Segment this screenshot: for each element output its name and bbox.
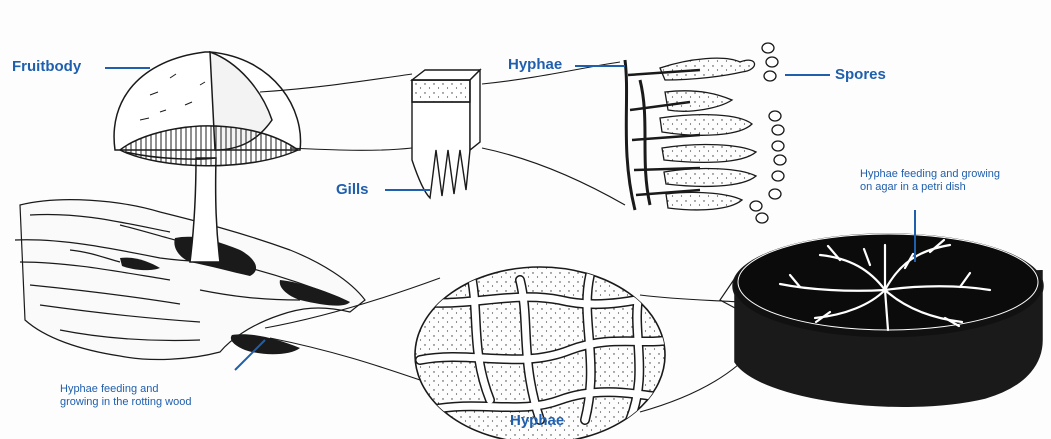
zoom-lines-hyphae: [482, 62, 625, 205]
rotting-wood: [15, 200, 365, 360]
wood-note: Hyphae feeding and growing in the rottin…: [60, 383, 191, 409]
fruitbody-label: Fruitbody: [12, 58, 81, 75]
petri-dish: [720, 234, 1043, 406]
hyphae-bottom-label: Hyphae: [510, 412, 564, 429]
wood-note-line-1: Hyphae feeding and: [60, 383, 191, 396]
gills-block: [412, 70, 480, 198]
spores-label: Spores: [835, 66, 886, 83]
hyphae-top-label: Hyphae: [508, 56, 562, 73]
wood-note-line-2: growing in the rotting wood: [60, 396, 191, 409]
gills-label: Gills: [336, 181, 369, 198]
dish-note-line-1: Hyphae feeding and growing: [860, 168, 1000, 181]
dish-note-line-2: on agar in a petri dish: [860, 181, 1000, 194]
hyphae-basidia: [625, 43, 786, 223]
dish-note: Hyphae feeding and growing on agar in a …: [860, 168, 1000, 194]
